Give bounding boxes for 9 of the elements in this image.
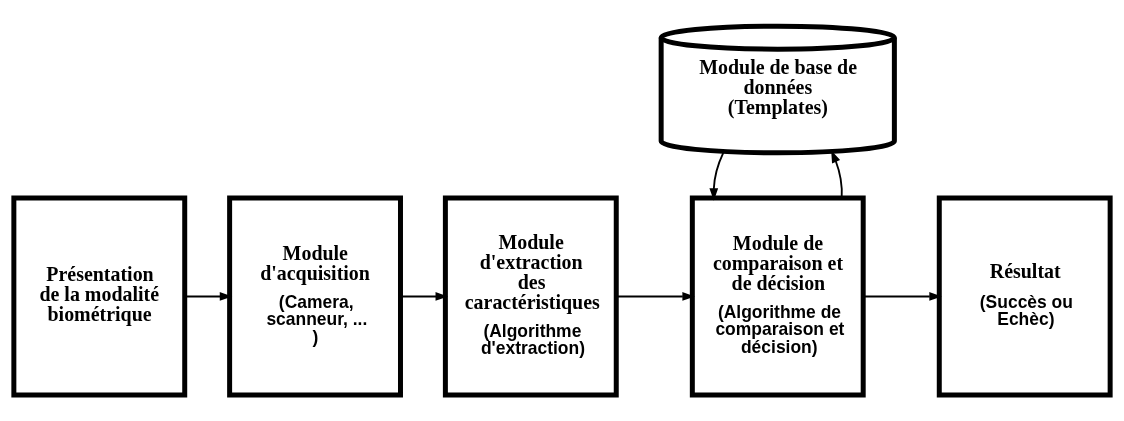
node-box: Module d'extraction des caractéristiques (Algorithme d'extraction): [442, 195, 619, 398]
arrow: [615, 292, 695, 301]
arrow: [709, 152, 725, 201]
arrow: [862, 292, 942, 301]
arrow: [831, 150, 843, 199]
node-box: Module d'acquisition (Camera, scanneur, ... ): [227, 195, 403, 398]
node-box: Présentation de la modalité biométrique: [11, 195, 188, 398]
node-box: Résultat (Succès ou Echèc): [936, 195, 1113, 398]
node-box: Module de comparaison et de décision (Algorithme de comparaison et décision): [689, 195, 866, 398]
